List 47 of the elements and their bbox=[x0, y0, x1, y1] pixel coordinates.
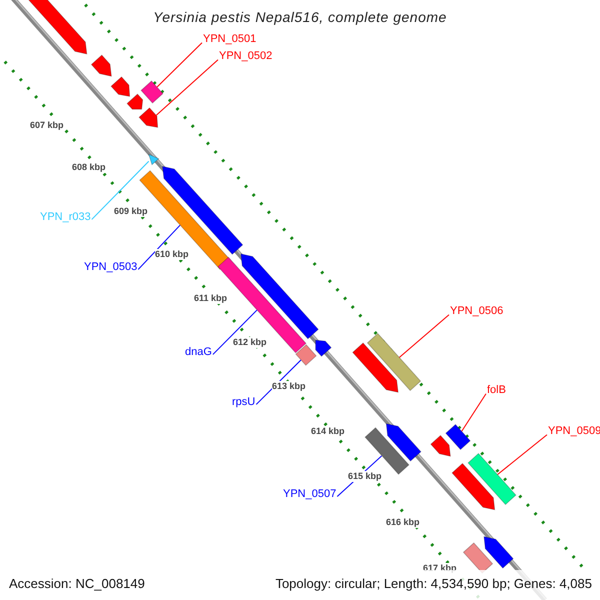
position-label: 616 kbp bbox=[386, 517, 420, 528]
leader-line bbox=[91, 160, 150, 220]
position-label: 610 kbp bbox=[155, 249, 189, 260]
leader-line bbox=[398, 314, 450, 358]
gene-label: YPN_r033 bbox=[40, 211, 91, 224]
gene-block bbox=[138, 107, 158, 128]
leader-line bbox=[156, 42, 202, 88]
gene-label: YPN_0507 bbox=[283, 488, 336, 501]
position-label: 615 kbp bbox=[348, 471, 382, 482]
gene-block bbox=[445, 424, 471, 450]
gene-block bbox=[315, 340, 332, 357]
gene-label: rpsU bbox=[232, 396, 256, 409]
gene-marker bbox=[148, 154, 160, 166]
gene-label: YPN_0501 bbox=[203, 33, 256, 46]
gene-block bbox=[126, 94, 144, 110]
title: Yersinia pestis Nepal516, complete genome bbox=[153, 9, 447, 25]
gene-block bbox=[484, 536, 514, 569]
gene-block bbox=[366, 332, 422, 392]
info-text: Accession: NC_008149 bbox=[9, 576, 145, 591]
position-label: 608 kbp bbox=[72, 162, 106, 173]
leader-line bbox=[156, 59, 218, 116]
leader-line bbox=[497, 434, 548, 476]
gene-block bbox=[90, 54, 112, 77]
position-label: 609 kbp bbox=[114, 206, 148, 217]
gene-block bbox=[110, 76, 130, 97]
position-label: 612 kbp bbox=[233, 337, 267, 348]
position-label: 607 kbp bbox=[30, 120, 64, 131]
gene-block bbox=[386, 423, 422, 462]
position-label: 614 kbp bbox=[311, 426, 345, 437]
gene-block bbox=[240, 253, 319, 340]
gene-label: YPN_0502 bbox=[219, 50, 272, 63]
leader-line bbox=[212, 310, 258, 355]
leader-line bbox=[461, 393, 486, 432]
gene-label: YPN_0506 bbox=[450, 305, 504, 318]
gene-label: folB bbox=[487, 384, 506, 397]
gene-block bbox=[452, 462, 496, 510]
gene-block bbox=[352, 342, 399, 393]
gene-label: dnaG bbox=[185, 346, 212, 359]
gene-block bbox=[295, 344, 317, 366]
gene-block bbox=[430, 434, 451, 457]
leader-line bbox=[138, 224, 181, 270]
gene-block bbox=[468, 452, 516, 506]
info-text: Topology: circular; Length: 4,534,590 bp; Genes: 4,085 bbox=[275, 576, 592, 591]
gene-label: YPN_0503 bbox=[84, 261, 138, 274]
gene-block bbox=[140, 80, 164, 104]
position-label: 611 kbp bbox=[194, 293, 228, 304]
position-label: 613 kbp bbox=[272, 381, 306, 392]
